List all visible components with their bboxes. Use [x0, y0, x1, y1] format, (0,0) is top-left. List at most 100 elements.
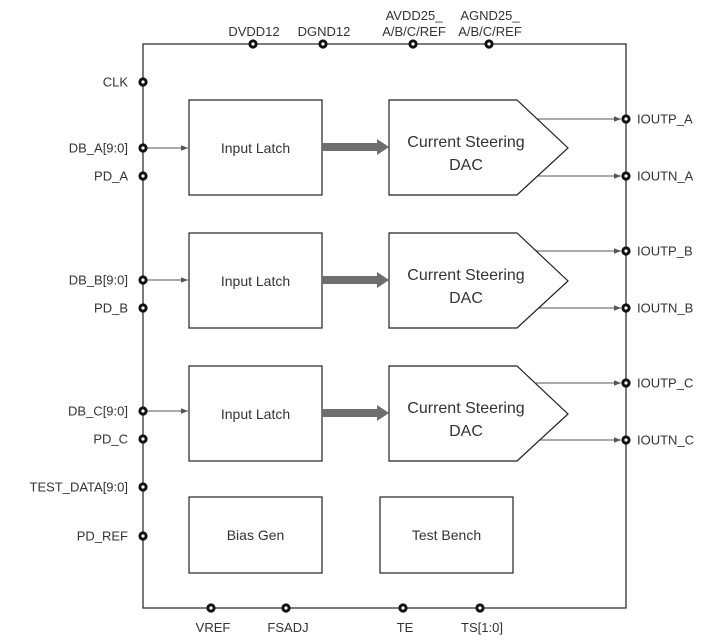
- channel-a-bus-arrow: [322, 139, 389, 155]
- bias-gen-block-label: Bias Gen: [227, 527, 285, 543]
- pd-c-pin-dot: [138, 434, 148, 444]
- ioutn-a-pin-dot-center: [624, 174, 628, 178]
- db-a-pin-dot: [138, 143, 148, 153]
- db-a-pin-dot-center: [141, 146, 145, 150]
- pd-c-pin-dot-center: [141, 437, 145, 441]
- ioutp-b-pin-dot-center: [624, 249, 628, 253]
- db-c-pin-dot-center: [141, 409, 145, 413]
- pd-a-pin-dot-center: [141, 174, 145, 178]
- te-pin-label: TE: [397, 620, 414, 635]
- channel-c-bus-arrow: [322, 405, 389, 421]
- bias-gen-block-box: [188, 496, 323, 574]
- ioutp-a-pin-label: IOUTP_A: [637, 112, 693, 127]
- te-pin-dot: [398, 603, 408, 613]
- ioutn-b-pin-dot: [621, 303, 631, 313]
- ioutn-a-pin-dot: [621, 171, 631, 181]
- ioutn-c-pin-dot-center: [624, 438, 628, 442]
- db-c-pin-dot: [138, 406, 148, 416]
- pd-ref-pin-label: PD_REF: [77, 529, 128, 544]
- avdd25-pin-dot: [408, 39, 418, 49]
- clk-pin-dot-center: [141, 80, 145, 84]
- channel-b-dac-label-line2: DAC: [449, 290, 483, 307]
- vref-pin-dot-center: [209, 606, 213, 610]
- pd-b-pin-dot-center: [141, 306, 145, 310]
- ioutp-b-pin-dot: [621, 246, 631, 256]
- clk-pin-label: CLK: [103, 75, 129, 90]
- avdd25-pin-label: AVDD25_: [386, 8, 444, 23]
- channel-c-input-latch: [188, 365, 323, 462]
- ts-pin-label: TS[1:0]: [461, 620, 503, 635]
- channel-a-dac-label-line1: Current Steering: [407, 134, 524, 151]
- avdd25-pin-label: A/B/C/REF: [382, 24, 446, 39]
- vref-pin-label: VREF: [196, 620, 231, 635]
- ioutn-c-pin-label: IOUTN_C: [637, 433, 694, 448]
- test-data-pin-label: TEST_DATA[9:0]: [30, 480, 129, 495]
- dvdd12-pin-dot-center: [251, 42, 255, 46]
- ts-pin-dot: [475, 603, 485, 613]
- channel-c-input-latch-label: Input Latch: [221, 406, 290, 422]
- pd-b-pin-label: PD_B: [94, 301, 128, 316]
- avdd25-pin-dot-center: [411, 42, 415, 46]
- test-data-pin-dot-center: [141, 485, 145, 489]
- dvdd12-pin-dot: [248, 39, 258, 49]
- channel-b-dac-label-line1: Current Steering: [407, 267, 524, 284]
- pd-a-pin-dot: [138, 171, 148, 181]
- db-b-pin-label: DB_B[9:0]: [69, 273, 128, 288]
- agnd25-pin-dot-center: [487, 42, 491, 46]
- wires: [147, 116, 621, 443]
- dgnd12-pin-dot-center: [321, 42, 325, 46]
- pd-b-pin-dot: [138, 303, 148, 313]
- channel-a-input-latch-label: Input Latch: [221, 140, 290, 156]
- pd-a-pin-label: PD_A: [94, 169, 128, 184]
- dgnd12-pin-label: DGND12: [298, 24, 351, 39]
- pd-c-pin-label: PD_C: [93, 432, 128, 447]
- te-pin-dot-center: [401, 606, 405, 610]
- pd-ref-pin-dot: [138, 531, 148, 541]
- test-bench-block-label: Test Bench: [412, 527, 481, 543]
- dgnd12-pin-dot: [318, 39, 328, 49]
- ioutp-a-pin-dot: [621, 114, 631, 124]
- fsadj-pin-label: FSADJ: [267, 620, 308, 635]
- clk-pin-dot: [138, 77, 148, 87]
- channel-b-input-latch-label: Input Latch: [221, 273, 290, 289]
- channel-c-dac: [388, 365, 569, 462]
- db-a-pin-label: DB_A[9:0]: [69, 141, 128, 156]
- bias-gen-block: Bias Gen: [188, 496, 323, 574]
- ioutp-a-pin-dot-center: [624, 117, 628, 121]
- ioutn-a-pin-label: IOUTN_A: [637, 169, 694, 184]
- ioutp-c-pin-label: IOUTP_C: [637, 376, 693, 391]
- channel-b-dac: [388, 232, 569, 329]
- agnd25-pin-label: A/B/C/REF: [458, 24, 522, 39]
- channel-b-bus-arrow: [322, 272, 389, 288]
- chip-outline: [142, 43, 627, 609]
- test-bench-block: Test Bench: [379, 496, 514, 574]
- channel-c-dac-label-line1: Current Steering: [407, 400, 524, 417]
- pd-ref-pin-dot-center: [141, 534, 145, 538]
- vref-pin-dot: [206, 603, 216, 613]
- ts-pin-dot-center: [478, 606, 482, 610]
- channel-b-input-latch: [188, 232, 323, 329]
- channel-c-dac-label-line2: DAC: [449, 423, 483, 440]
- ioutn-c-pin-dot: [621, 435, 631, 445]
- fsadj-pin-dot: [281, 603, 291, 613]
- channel-a-dac: [388, 99, 569, 196]
- ioutn-b-pin-label: IOUTN_B: [637, 301, 693, 316]
- test-data-pin-dot: [138, 482, 148, 492]
- dvdd12-pin-label: DVDD12: [228, 24, 279, 39]
- ioutp-c-pin-dot: [621, 378, 631, 388]
- db-b-pin-dot-center: [141, 278, 145, 282]
- db-c-pin-label: DB_C[9:0]: [68, 404, 128, 419]
- agnd25-pin-label: AGND25_: [460, 8, 520, 23]
- db-b-pin-dot: [138, 275, 148, 285]
- ioutp-b-pin-label: IOUTP_B: [637, 244, 693, 259]
- test-bench-block-box: [379, 496, 514, 574]
- agnd25-pin-dot: [484, 39, 494, 49]
- channel-a-dac-label-line2: DAC: [449, 157, 483, 174]
- ioutp-c-pin-dot-center: [624, 381, 628, 385]
